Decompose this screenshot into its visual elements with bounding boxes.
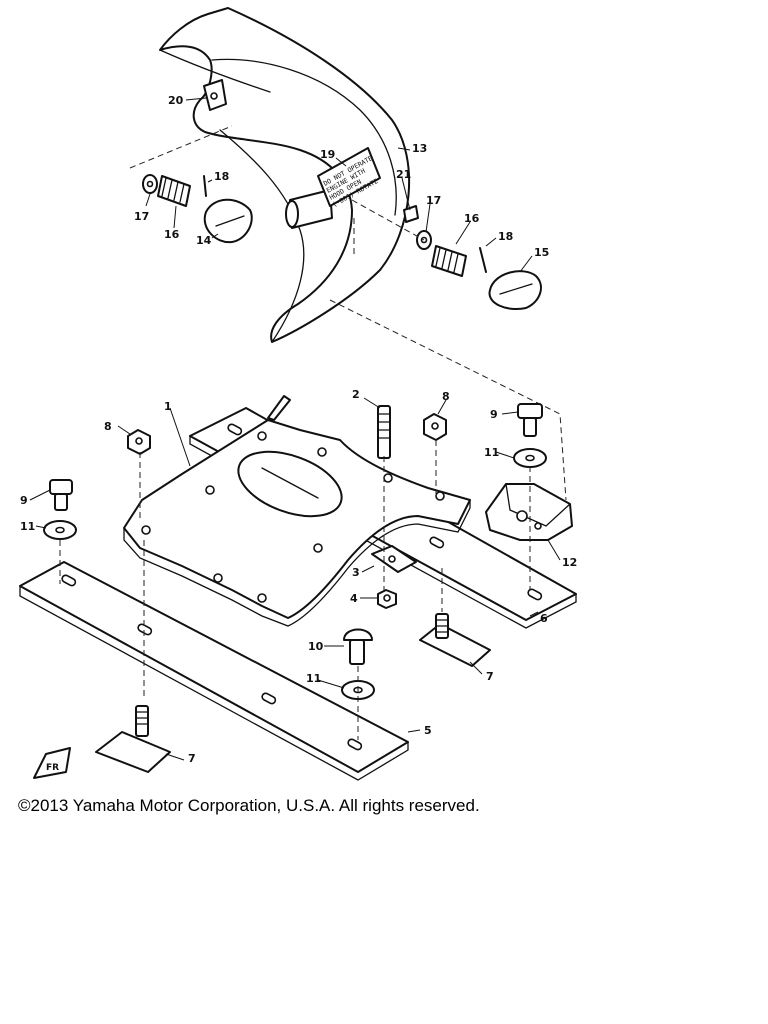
leader-lines — [29, 97, 561, 761]
pin-left — [203, 175, 207, 197]
callout-17-right: 17 — [426, 194, 441, 207]
callout-labels: 20 13 19 18 16 17 14 21 17 16 18 15 1 2 … — [20, 94, 577, 765]
callout-11-lower: 11 — [306, 672, 321, 685]
callout-14: 14 — [196, 234, 212, 247]
callout-1: 1 — [164, 400, 172, 413]
callout-17-left: 17 — [134, 210, 149, 223]
callout-18-left: 18 — [214, 170, 229, 183]
callout-9-right: 9 — [490, 408, 498, 421]
plate-3 — [371, 545, 417, 573]
callout-19: 19 — [320, 148, 335, 161]
clip-right — [403, 205, 419, 223]
mount-plate — [123, 395, 471, 627]
callout-8-right: 8 — [442, 390, 450, 403]
bracket-12 — [485, 483, 573, 541]
spring-left — [157, 175, 191, 207]
copyright-notice: ©2013 Yamaha Motor Corporation, U.S.A. A… — [18, 796, 480, 815]
callout-21: 21 — [396, 168, 411, 181]
callout-8-left: 8 — [104, 420, 112, 433]
callout-7-left: 7 — [188, 752, 196, 765]
callout-16-left: 16 — [164, 228, 180, 241]
callout-20: 20 — [168, 94, 184, 107]
callout-10: 10 — [308, 640, 324, 653]
front-marker-label: FR — [46, 763, 59, 773]
nut-4 — [377, 589, 397, 609]
bolt-10 — [343, 628, 373, 665]
bolt-9-right — [517, 403, 543, 437]
callout-11-right: 11 — [484, 446, 499, 459]
callout-4: 4 — [350, 592, 358, 605]
knob-right — [488, 270, 542, 310]
bolt-9-left — [49, 479, 73, 511]
spring-right — [431, 245, 467, 277]
clip-7-right — [419, 613, 491, 667]
callout-11-left: 11 — [20, 520, 35, 533]
callout-2: 2 — [352, 388, 360, 401]
stud-2 — [377, 405, 391, 459]
pin-right — [479, 247, 487, 273]
callout-16-right: 16 — [464, 212, 480, 225]
knob-left — [203, 198, 253, 244]
callout-9-left: 9 — [20, 494, 28, 507]
callout-6: 6 — [540, 612, 548, 625]
hinge-bracket — [203, 79, 227, 111]
nut-8-left — [127, 429, 151, 455]
callout-5: 5 — [424, 724, 432, 737]
callout-13: 13 — [412, 142, 427, 155]
callout-12: 12 — [562, 556, 577, 569]
callout-7-right: 7 — [486, 670, 494, 683]
callout-15: 15 — [534, 246, 549, 259]
callout-18-right: 18 — [498, 230, 513, 243]
right-latch-assembly — [403, 205, 542, 310]
left-latch-assembly — [142, 174, 253, 244]
bar-5 — [19, 561, 409, 781]
front-marker: FR — [33, 747, 71, 779]
callout-3: 3 — [352, 566, 360, 579]
clip-7-left — [95, 705, 171, 773]
nut-8-right — [423, 413, 447, 441]
